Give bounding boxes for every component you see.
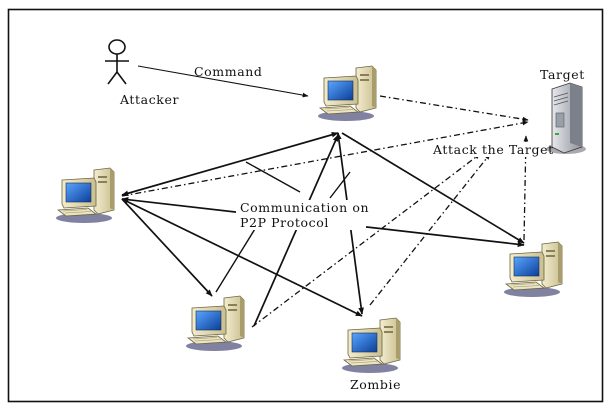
zombie-label: Zombie <box>350 377 401 392</box>
p2p-callout-2 <box>329 171 351 199</box>
p2p-arrow-bottomleft-command <box>253 134 339 327</box>
left-pc <box>55 167 115 224</box>
attack-arrow-left-pc <box>121 120 529 197</box>
p2p-callout-3 <box>215 223 259 293</box>
attack-arrow-bottom-left-pc <box>251 153 481 328</box>
target-server <box>546 82 586 154</box>
attack-the-target-label: Attack the Target <box>432 142 554 157</box>
bottom-left-pc <box>185 295 245 352</box>
attacker-figure <box>105 39 129 85</box>
attack-label-bg <box>431 142 543 157</box>
attacker-label: Attacker <box>119 92 179 107</box>
p2p-label-line2: P2P Protocol <box>240 215 329 230</box>
p2p-arrow-left-bottomleft <box>121 198 213 297</box>
command-arrow <box>137 65 309 98</box>
right-pc <box>503 241 563 298</box>
command-label: Command <box>194 64 263 79</box>
attacker-head <box>108 39 126 55</box>
p2p-arrow-command-left <box>121 132 339 196</box>
command-pc <box>317 65 377 122</box>
attack-arrow-command-pc <box>379 95 529 122</box>
zombie-pc <box>341 317 401 374</box>
p2p-label-line1: Communication on <box>240 200 369 215</box>
p2p-callout-1 <box>245 161 301 193</box>
p2p-arrow-left-zombie <box>121 198 363 317</box>
diagram-frame <box>7 8 604 403</box>
p2p-label-bg <box>236 200 366 230</box>
label-callouts <box>215 161 351 293</box>
target-label: Target <box>540 67 585 82</box>
